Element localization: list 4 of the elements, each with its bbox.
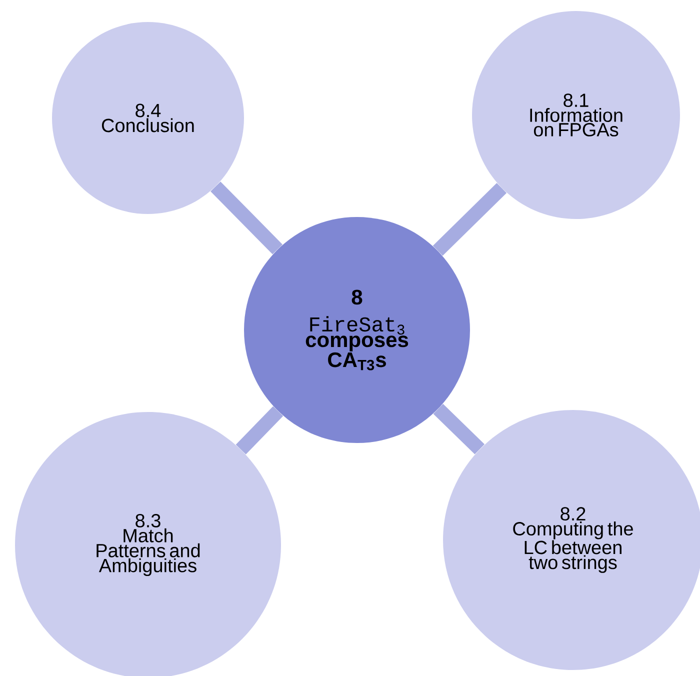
connector <box>433 404 485 454</box>
connector <box>236 406 284 454</box>
connector <box>432 183 507 256</box>
connector <box>210 182 283 254</box>
